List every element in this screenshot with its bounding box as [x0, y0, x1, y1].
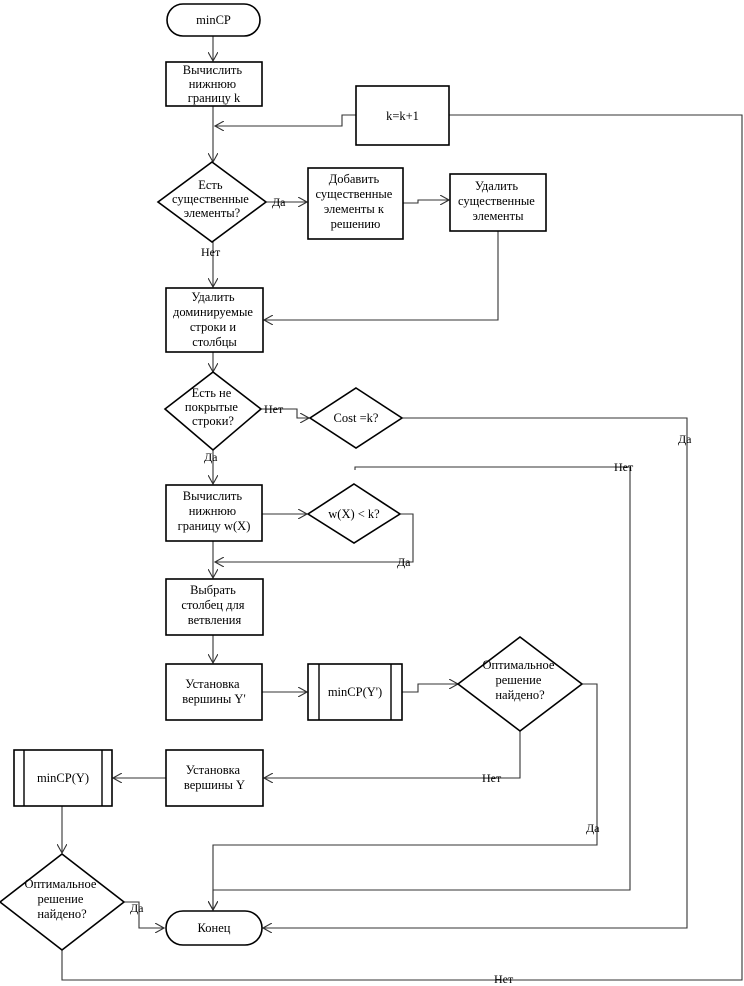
label-yes-cost: Да: [678, 432, 692, 446]
decision-uncovered: Есть не покрытые строки?: [163, 370, 263, 452]
decision-optimal-2: Оптимальное решение найдено?: [0, 852, 126, 952]
svg-text:Оптимальное решение: Оптимальное решение найдено?: [24, 877, 99, 921]
label-yes-w: Да: [397, 555, 411, 569]
label-no-essential: Нет: [201, 245, 221, 259]
svg-text:Установка вершины Y: Установка вершины Y: [184, 763, 245, 792]
decision-optimal-1: Оптимальное решение найдено?: [456, 635, 584, 733]
connectors: [62, 36, 743, 981]
svg-text:w(X) < k?: w(X) < k?: [328, 507, 380, 521]
svg-text:Выбрать столбец для: Выбрать столбец для ветвления: [181, 583, 247, 627]
svg-text:Конец: Конец: [198, 921, 231, 935]
subprocess-mincp-y: minCP(Y): [13, 749, 113, 807]
node-choose-column: Выбрать столбец для ветвления: [165, 578, 264, 636]
svg-text:minCP: minCP: [196, 13, 231, 27]
node-k-inc: k=k+1: [355, 85, 450, 146]
label-yes-optimal-2: Да: [130, 901, 144, 915]
node-calc-k: Вычислить нижнюю границу k: [165, 61, 263, 107]
subprocess-mincp-y-prime: minCP(Y'): [307, 663, 403, 721]
edge-labels: Да Нет Нет Да Да Нет Да Нет Да Да Нет: [130, 195, 692, 986]
label-yes-optimal-1: Да: [586, 821, 600, 835]
svg-text:k=k+1: k=k+1: [386, 109, 419, 123]
svg-text:Оптимальное решение: Оптимальное решение найдено?: [482, 658, 557, 702]
svg-text:Вычислить нижнюю г: Вычислить нижнюю границу k: [183, 63, 245, 105]
label-no-optimal-1: Нет: [482, 771, 502, 785]
svg-text:Удалить доминируемые: Удалить доминируемые строки и столбцы: [173, 290, 256, 349]
decision-w: w(X) < k?: [306, 483, 402, 544]
node-set-y-prime: Установка вершины Y': [165, 663, 263, 721]
label-yes-essential: Да: [272, 195, 286, 209]
label-no-uncovered: Нет: [264, 402, 284, 416]
decision-cost: Cost =k?: [308, 387, 404, 449]
label-yes-uncovered: Да: [204, 450, 218, 464]
label-no-w: Нет: [614, 460, 634, 474]
node-add-essential: Добавить существенные элементы к решению: [307, 167, 404, 240]
node-remove-dominated: Удалить доминируемые строки и столбцы: [165, 287, 264, 353]
svg-text:Есть не покрытые с: Есть не покрытые строки?: [185, 386, 241, 428]
svg-text:Вычислить нижнюю г: Вычислить нижнюю границу w(X): [178, 489, 251, 533]
node-remove-essential: Удалить существенные элементы: [449, 173, 547, 232]
svg-text:Добавить существенные: Добавить существенные элементы к решению: [316, 172, 396, 231]
svg-text:Установка вершины Y': Установка вершины Y': [182, 677, 245, 706]
svg-text:minCP(Y): minCP(Y): [37, 771, 89, 785]
node-calc-w: Вычислить нижнюю границу w(X): [165, 484, 263, 542]
svg-text:Cost =k?: Cost =k?: [334, 411, 379, 425]
svg-text:Есть существенные: Есть существенные элементы?: [172, 178, 252, 220]
label-no-optimal-2: Нет: [494, 972, 514, 986]
svg-text:Удалить существенные: Удалить существенные элементы: [458, 179, 538, 223]
svg-text:minCP(Y'): minCP(Y'): [328, 685, 382, 699]
node-set-y: Установка вершины Y: [165, 749, 264, 807]
node-start: minCP: [166, 3, 261, 37]
node-end: Конец: [165, 910, 263, 946]
decision-essential: Есть существенные элементы?: [156, 161, 268, 243]
